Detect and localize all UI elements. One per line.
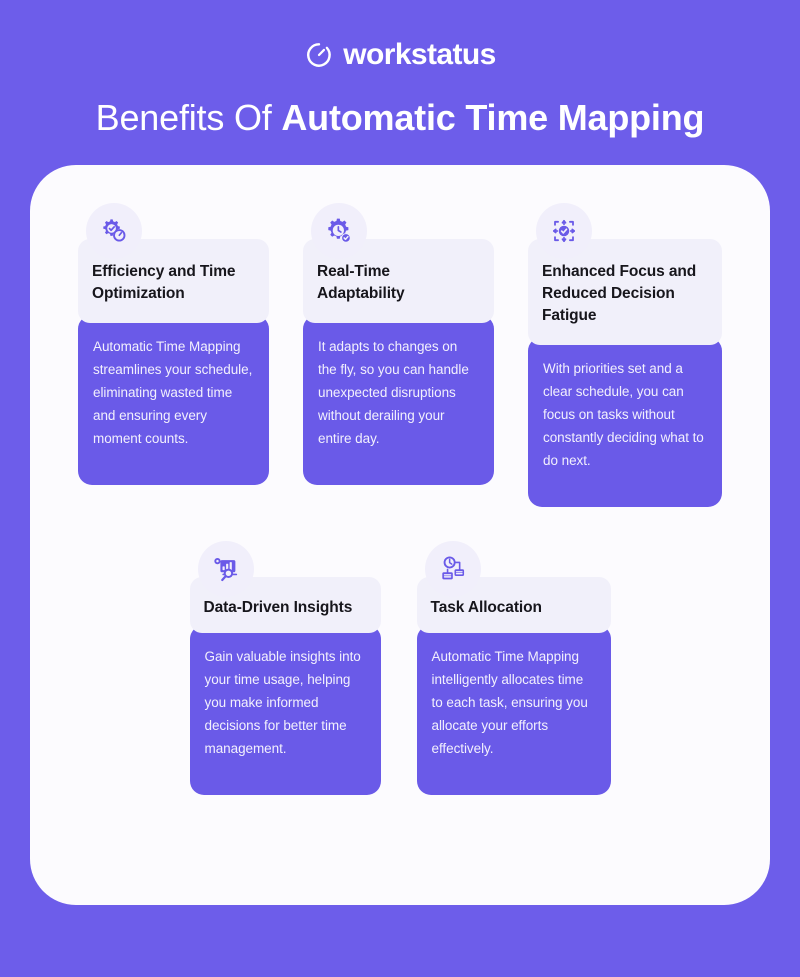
focus-network-check-icon bbox=[536, 203, 592, 259]
card-body: It adapts to changes on the fly, so you … bbox=[303, 315, 494, 485]
page-header: workstatus Benefits Of Automatic Time Ma… bbox=[0, 0, 800, 139]
benefit-card-efficiency[interactable]: Efficiency and Time Optimization Automat… bbox=[78, 203, 269, 485]
benefits-row-bottom: Data-Driven Insights Gain valuable insig… bbox=[30, 507, 770, 795]
clock-task-hierarchy-icon bbox=[424, 541, 481, 597]
page-title: Benefits Of Automatic Time Mapping bbox=[0, 97, 800, 139]
card-description: Gain valuable insights into your time us… bbox=[204, 649, 361, 756]
benefit-card-task-allocation[interactable]: Task Allocation Automatic Time Mapping i… bbox=[416, 541, 611, 795]
card-title: Real-Time Adaptability bbox=[317, 263, 405, 302]
card-title: Enhanced Focus and Reduced Decision Fati… bbox=[542, 263, 697, 324]
benefit-card-realtime[interactable]: Real-Time Adaptability It adapts to chan… bbox=[303, 203, 494, 485]
card-title: Task Allocation bbox=[430, 599, 542, 616]
card-description: It adapts to changes on the fly, so you … bbox=[318, 339, 469, 446]
card-body: With priorities set and a clear schedule… bbox=[528, 337, 722, 507]
benefit-card-focus[interactable]: Enhanced Focus and Reduced Decision Fati… bbox=[528, 203, 722, 507]
brand-logo: workstatus bbox=[0, 38, 800, 72]
card-head: Task Allocation bbox=[416, 577, 611, 633]
card-description: Automatic Time Mapping intelligently all… bbox=[431, 649, 588, 756]
card-body: Gain valuable insights into your time us… bbox=[189, 625, 381, 795]
card-body: Automatic Time Mapping intelligently all… bbox=[416, 625, 611, 795]
page-title-light: Benefits Of bbox=[95, 97, 282, 138]
card-title: Efficiency and Time Optimization bbox=[92, 263, 236, 302]
card-title: Data-Driven Insights bbox=[203, 599, 353, 616]
brand-name: workstatus bbox=[343, 38, 496, 71]
content-panel: Efficiency and Time Optimization Automat… bbox=[30, 165, 770, 905]
analytics-magnifier-icon bbox=[197, 541, 254, 597]
stopwatch-icon bbox=[304, 40, 334, 70]
benefits-row-top: Efficiency and Time Optimization Automat… bbox=[30, 165, 770, 507]
benefit-card-insights[interactable]: Data-Driven Insights Gain valuable insig… bbox=[189, 541, 381, 795]
card-body: Automatic Time Mapping streamlines your … bbox=[78, 315, 269, 485]
gear-clock-check-icon bbox=[311, 203, 367, 259]
card-description: Automatic Time Mapping streamlines your … bbox=[93, 339, 253, 446]
gear-check-speedometer-icon bbox=[86, 203, 142, 259]
page-title-bold: Automatic Time Mapping bbox=[281, 97, 705, 138]
card-description: With priorities set and a clear schedule… bbox=[543, 361, 704, 468]
